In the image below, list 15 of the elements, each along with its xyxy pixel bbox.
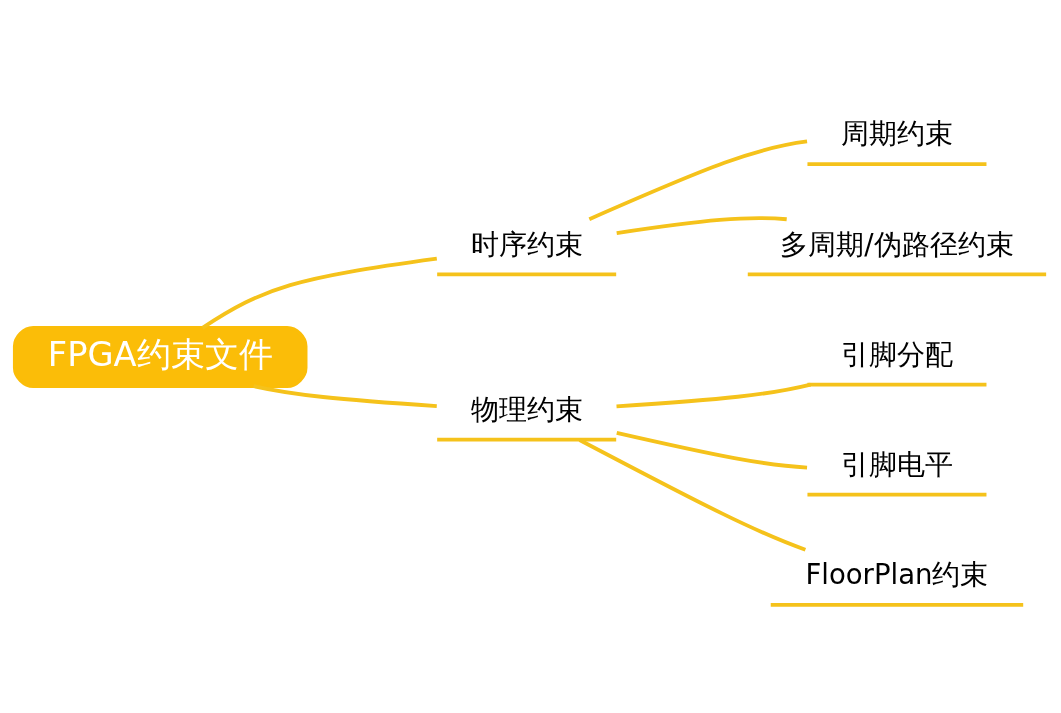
node-text: FloorPlan约束 <box>805 557 989 590</box>
node-text: 引脚分配 <box>840 337 953 370</box>
node-text: 引脚电平 <box>840 447 953 480</box>
connector <box>588 139 808 221</box>
connector <box>616 382 812 408</box>
connector <box>253 383 437 408</box>
connector <box>616 430 808 469</box>
node-text: 时序约束 <box>470 227 583 260</box>
connector <box>578 437 807 552</box>
node-text: 物理约束 <box>470 392 583 425</box>
node-box: FPGA约束文件 <box>12 325 308 388</box>
connector <box>201 256 438 329</box>
connector <box>616 215 787 235</box>
node-text: 周期约束 <box>840 116 953 149</box>
node-text: 多周期/伪路径约束 <box>780 227 1014 260</box>
